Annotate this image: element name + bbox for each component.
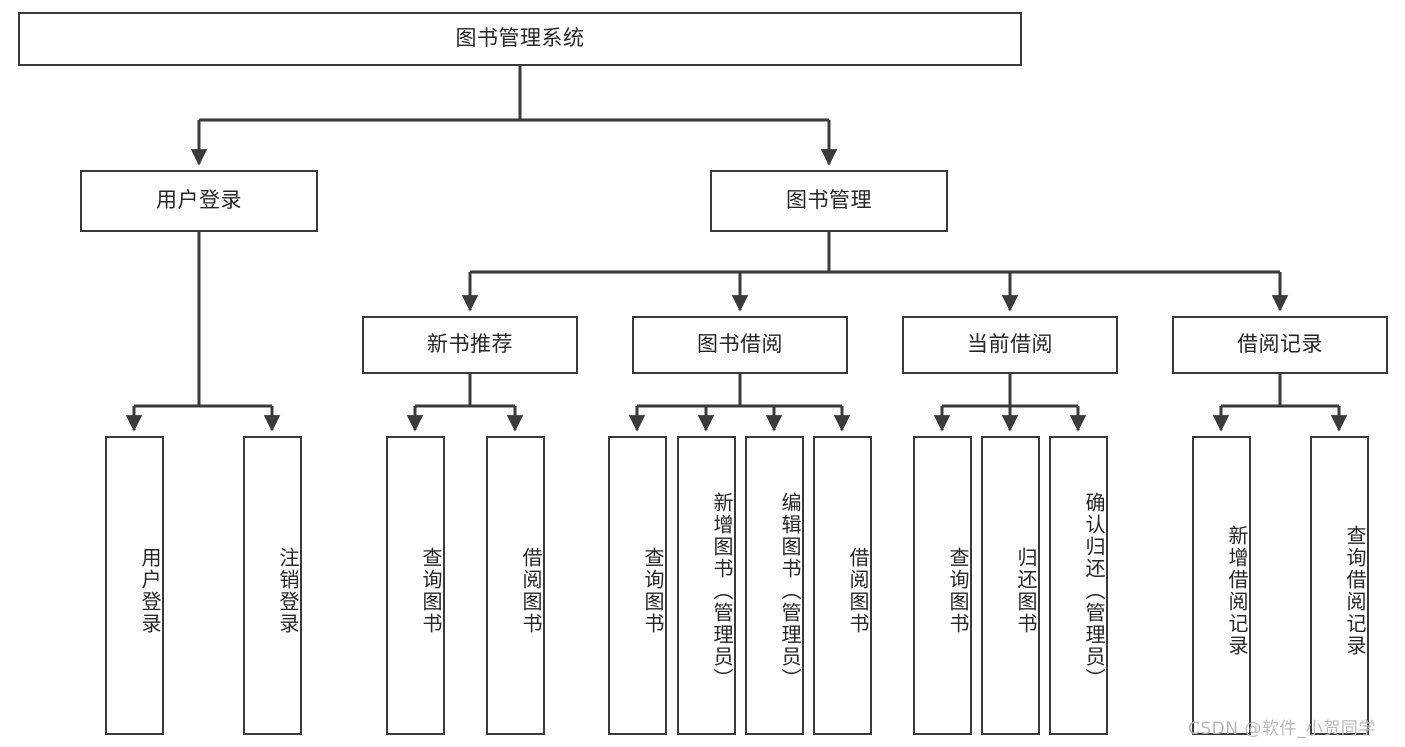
node-leaf-query-book-rec[interactable]: 查询图书 <box>386 436 445 735</box>
node-leaf-query-book-cur-label: 查询图书 <box>946 546 970 635</box>
node-book-management-label: 图书管理 <box>786 188 872 213</box>
node-user-login[interactable]: 用户登录 <box>80 170 318 232</box>
node-borrow-records[interactable]: 借阅记录 <box>1172 316 1388 374</box>
node-new-book-recommend[interactable]: 新书推荐 <box>362 316 578 374</box>
node-current-borrow-label: 当前借阅 <box>967 332 1053 357</box>
node-book-borrow[interactable]: 图书借阅 <box>632 316 848 374</box>
node-leaf-user-login-label: 用户登录 <box>138 546 162 635</box>
node-leaf-return-book[interactable]: 归还图书 <box>981 436 1040 735</box>
node-leaf-add-book-label: 新增图书（管理员） <box>710 491 734 690</box>
node-leaf-add-record-label: 新增借阅记录 <box>1225 524 1249 657</box>
node-leaf-add-record[interactable]: 新增借阅记录 <box>1192 436 1251 735</box>
node-leaf-edit-book-label: 编辑图书（管理员） <box>778 491 802 690</box>
watermark: CSDN @软件_小贺同学 <box>1188 719 1376 739</box>
node-leaf-borrow-book-rec-label: 借阅图书 <box>519 546 543 635</box>
node-user-login-label: 用户登录 <box>156 188 242 213</box>
node-leaf-logout-label: 注销登录 <box>276 546 300 635</box>
node-leaf-borrow-book-rec[interactable]: 借阅图书 <box>486 436 545 735</box>
node-leaf-user-login[interactable]: 用户登录 <box>105 436 164 735</box>
node-leaf-query-record-label: 查询借阅记录 <box>1343 524 1367 657</box>
node-leaf-query-book-borrow-label: 查询图书 <box>641 546 665 635</box>
node-book-borrow-label: 图书借阅 <box>697 332 783 357</box>
node-leaf-edit-book[interactable]: 编辑图书（管理员） <box>745 436 804 735</box>
node-root-label: 图书管理系统 <box>455 26 585 51</box>
node-book-management[interactable]: 图书管理 <box>710 170 948 232</box>
node-leaf-borrow-book[interactable]: 借阅图书 <box>813 436 872 735</box>
node-leaf-query-book-borrow[interactable]: 查询图书 <box>608 436 667 735</box>
node-leaf-query-record[interactable]: 查询借阅记录 <box>1310 436 1369 735</box>
node-current-borrow[interactable]: 当前借阅 <box>902 316 1118 374</box>
node-borrow-records-label: 借阅记录 <box>1237 332 1323 357</box>
node-leaf-logout[interactable]: 注销登录 <box>243 436 302 735</box>
node-root[interactable]: 图书管理系统 <box>18 12 1022 66</box>
node-leaf-confirm-return-label: 确认归还（管理员） <box>1082 491 1106 690</box>
node-leaf-confirm-return[interactable]: 确认归还（管理员） <box>1049 436 1108 735</box>
node-leaf-return-book-label: 归还图书 <box>1014 546 1038 635</box>
node-leaf-query-book-cur[interactable]: 查询图书 <box>913 436 972 735</box>
node-leaf-add-book[interactable]: 新增图书（管理员） <box>677 436 736 735</box>
node-new-book-recommend-label: 新书推荐 <box>427 332 513 357</box>
node-leaf-borrow-book-label: 借阅图书 <box>846 546 870 635</box>
node-leaf-query-book-rec-label: 查询图书 <box>419 546 443 635</box>
